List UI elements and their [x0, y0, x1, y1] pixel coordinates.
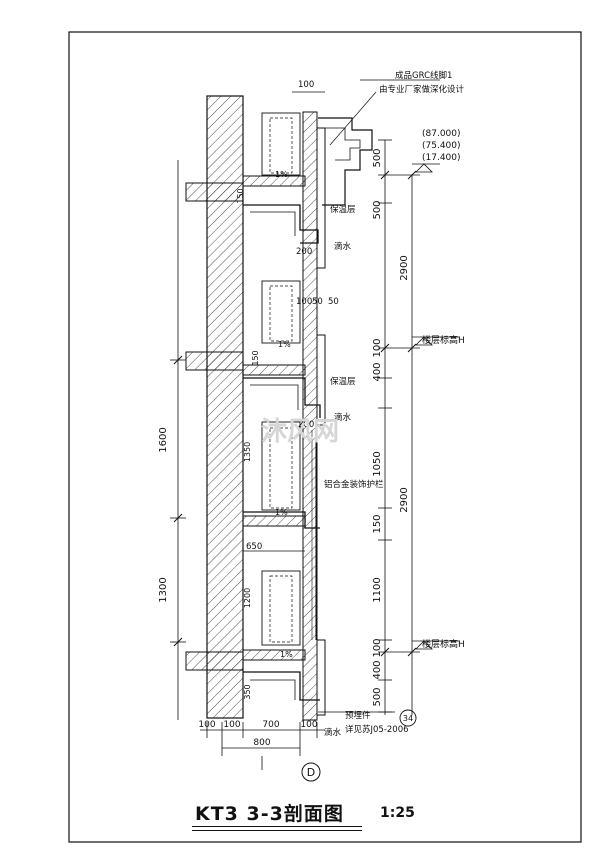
- dim-100a: 100: [372, 338, 383, 357]
- concrete-wall: [185, 95, 306, 719]
- dim-b-100b: 100: [223, 720, 240, 730]
- dim-w-650: 650: [246, 542, 262, 552]
- note-drip-1: 滴水: [334, 241, 352, 252]
- slope-2: 1%: [278, 340, 291, 349]
- facade-skin: [302, 111, 326, 721]
- detail-ref-circle: [399, 709, 417, 727]
- dim-top-100: 100: [298, 80, 314, 90]
- elevation-3: (17.400): [422, 153, 461, 163]
- detail-ref-number: 34: [403, 714, 413, 723]
- dim-b-100c: 100: [300, 720, 317, 730]
- watermark: 沐风网: [261, 417, 339, 447]
- drawing-title: KT3 3-3剖面图: [195, 803, 344, 825]
- dim-1100: 1100: [372, 577, 383, 602]
- dim-w-200a: 200: [296, 247, 312, 257]
- dim-h-1350: 1350: [243, 442, 252, 462]
- dim-500b: 500: [372, 200, 383, 219]
- grid-axis-bubble: [301, 762, 321, 782]
- dim-w-200b: 200: [298, 420, 314, 430]
- elevation-2: (75.400): [422, 141, 461, 151]
- grc-cornice: [318, 117, 373, 206]
- note-embedded: 预埋件: [345, 710, 371, 721]
- dim-1600: 1600: [158, 427, 169, 452]
- dim-2900b: 2900: [399, 487, 410, 512]
- dim-b-700: 700: [262, 720, 279, 730]
- note-insulation-2: 保温层: [330, 376, 356, 387]
- window-openings: [261, 112, 301, 646]
- dim-mid-100: 100: [296, 297, 312, 307]
- note-grc-2: 由专业厂家做深化设计: [379, 84, 465, 95]
- elevation-1: (87.000): [422, 129, 461, 139]
- dim-h-350: 350: [243, 684, 252, 699]
- note-drip-2: 滴水: [334, 412, 352, 423]
- dim-2900a: 2900: [399, 255, 410, 280]
- dim-mid-50a: 50: [312, 297, 323, 307]
- bottom-dimension-chain: [200, 722, 325, 770]
- slope-3: 1%: [275, 508, 288, 517]
- note-ref-detail: 详见苏J05-2006: [345, 724, 409, 735]
- dim-100b: 100: [372, 638, 383, 657]
- dim-1050: 1050: [372, 451, 383, 476]
- dim-150: 150: [372, 514, 383, 533]
- grid-axis-label: D: [307, 766, 315, 779]
- dim-500a: 500: [372, 148, 383, 167]
- note-aluminum-rail: 铝合金装饰护栏: [324, 479, 384, 490]
- drawing-scale: 1:25: [380, 805, 415, 821]
- level-markers: [412, 163, 460, 650]
- dim-1300: 1300: [158, 577, 169, 602]
- planter-boxes: [243, 204, 321, 701]
- dim-h-1200: 1200: [243, 588, 252, 608]
- grc-leader: [329, 91, 377, 146]
- note-grc-1: 成品GRC线脚1: [395, 70, 452, 81]
- slope-4: 1%: [280, 650, 293, 659]
- floor-level-label-1: 楼层标高H: [422, 334, 465, 346]
- note-insulation-1: 保温层: [330, 204, 356, 215]
- floor-level-label-2: 楼层标高H: [422, 638, 465, 650]
- dim-mid-50b: 50: [328, 297, 339, 307]
- title-underline-1: [192, 826, 362, 827]
- dim-b-800: 800: [253, 738, 270, 748]
- slope-1: 1%: [275, 170, 288, 179]
- right-dimension-chain: [378, 139, 420, 715]
- left-dimension-chain: [170, 160, 186, 720]
- dim-h-150b: 150: [251, 350, 260, 365]
- dim-400b: 400: [372, 660, 383, 679]
- title-underline-2: [192, 830, 362, 831]
- note-drip-3: 滴水: [324, 727, 342, 738]
- dim-h-150a: 150: [236, 188, 245, 203]
- dim-b-100a: 100: [198, 720, 215, 730]
- drawing-frame: [68, 31, 582, 843]
- dim-400a: 400: [372, 362, 383, 381]
- dim-500c: 500: [372, 687, 383, 706]
